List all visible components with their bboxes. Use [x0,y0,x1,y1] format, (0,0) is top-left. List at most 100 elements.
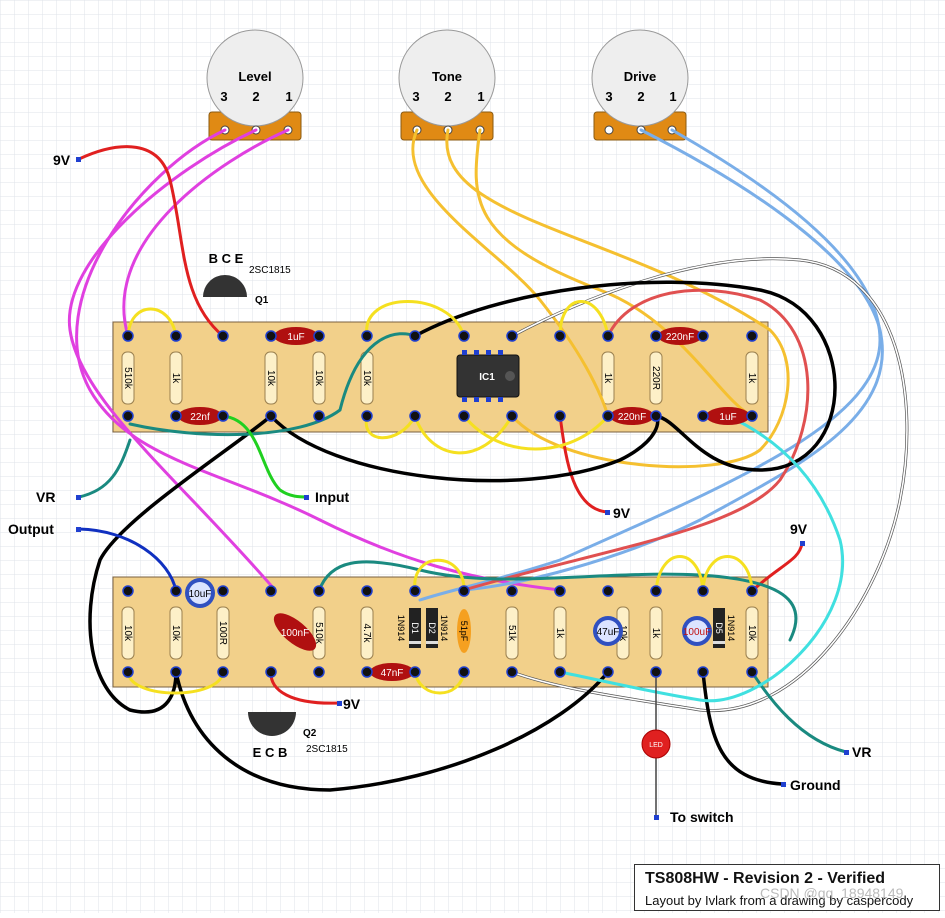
board-hole [122,585,134,597]
transistor-q1[interactable]: B C E 2SC1815 Q1 [203,251,291,306]
board-hole [313,330,325,342]
electrolytic-cap: 47uF [593,616,623,646]
board-hole [313,666,325,678]
label-vr-left: VR [36,489,55,505]
resistor: 1k [649,606,663,660]
board-hole [650,330,662,342]
board-hole [650,666,662,678]
board-hole [746,666,758,678]
layout-credit: Layout by Ivlark from a drawing by caspe… [645,893,914,908]
board-hole [697,585,709,597]
svg-text:220R: 220R [650,366,661,390]
svg-text:51k: 51k [506,625,517,642]
svg-text:D1: D1 [410,622,420,634]
pot-tone[interactable]: Tone 3 2 1 [398,29,496,141]
diodes: D1 1N914 D2 1N914 D5 1N914 [396,608,736,648]
svg-text:220nF: 220nF [666,332,694,343]
svg-text:1k: 1k [554,628,565,640]
svg-text:10k: 10k [313,370,324,387]
pot-drive-pin-1: 1 [669,89,676,104]
svg-text:1uF: 1uF [287,332,304,343]
board-hole [122,410,134,422]
resistor: 10k [312,351,326,405]
board-hole [506,666,518,678]
title-block: TS808HW - Revision 2 - Verified Layout b… [634,864,940,911]
label-input: Input [315,489,350,505]
label-ground: Ground [790,777,841,793]
capacitor: 220nF [610,407,654,425]
electrolytic-cap: 10uF [185,578,215,608]
resistor: 100R [216,606,230,660]
svg-text:1N914: 1N914 [726,615,736,642]
capacitor: 1uF [274,327,318,345]
board-hole [122,330,134,342]
pot-level[interactable]: Level 3 2 1 [206,29,304,141]
board-hole [122,666,134,678]
label-9v-mid: 9V [613,505,631,521]
ic1[interactable]: IC1 [456,350,520,402]
board-hole [746,585,758,597]
board-hole [265,410,277,422]
svg-text:1k: 1k [650,628,661,640]
wires [67,128,909,818]
capacitor: 100nF [273,613,317,651]
board-hole [265,585,277,597]
pot-level-name: Level [238,69,271,84]
board-hole [746,330,758,342]
board-hole [361,410,373,422]
resistor: 51k [505,606,519,660]
pot-drive-name: Drive [624,69,657,84]
svg-text:D5: D5 [714,622,724,634]
pot-drive[interactable]: Drive 3 2 1 [591,29,689,141]
board-hole [265,666,277,678]
resistor: 1k [601,351,615,405]
board-hole [554,666,566,678]
label-9v-right: 9V [790,521,808,537]
board1-resistors: 510k 1k 10k 10k 10k 1k 220R 1k [121,351,759,405]
transistor-q2[interactable]: E C B 2SC1815 Q2 [248,712,348,760]
board-hole [170,585,182,597]
board-hole [650,585,662,597]
pot-tone-name: Tone [432,69,462,84]
q1-pins: B C E [209,251,244,266]
diode-d2: D2 1N914 [426,608,449,648]
pot-tone-pin-3: 3 [412,89,419,104]
label-output: Output [8,521,54,537]
led[interactable]: LED [641,729,671,759]
board-hole [313,585,325,597]
board-hole [602,330,614,342]
ic1-label: IC1 [479,372,495,383]
board-hole [361,330,373,342]
board-hole [506,330,518,342]
svg-text:1k: 1k [170,373,181,385]
board-hole [361,666,373,678]
svg-text:1N914: 1N914 [396,615,406,642]
svg-text:10k: 10k [122,625,133,642]
watermark: CSDN @qq_18948149 [760,885,904,901]
diode-d1: D1 1N914 [396,608,421,648]
board-hole [170,666,182,678]
board-hole [265,330,277,342]
svg-text:100R: 100R [217,621,228,645]
svg-text:100nF: 100nF [281,628,309,639]
board-hole [554,410,566,422]
board-hole [217,585,229,597]
svg-text:10k: 10k [361,370,372,387]
board-hole [361,585,373,597]
capacitor: 47nF [370,663,414,681]
board-hole [409,666,421,678]
pot-drive-pin-3: 3 [605,89,612,104]
board-hole [697,410,709,422]
resistor: 1k [745,351,759,405]
board-hole [458,330,470,342]
svg-text:47uF: 47uF [597,627,620,638]
external-labels: 9V VR Input Output 9V 9V 9V VR Ground To… [8,152,871,825]
board-hole [170,330,182,342]
board-hole [602,410,614,422]
board2-caps: 10uF 100nF 47nF 51pF 47uF 100uF [185,578,712,681]
svg-text:D2: D2 [427,622,437,634]
svg-text:10k: 10k [170,625,181,642]
resistor: 220R [649,351,663,405]
resistor: 10k [264,351,278,405]
